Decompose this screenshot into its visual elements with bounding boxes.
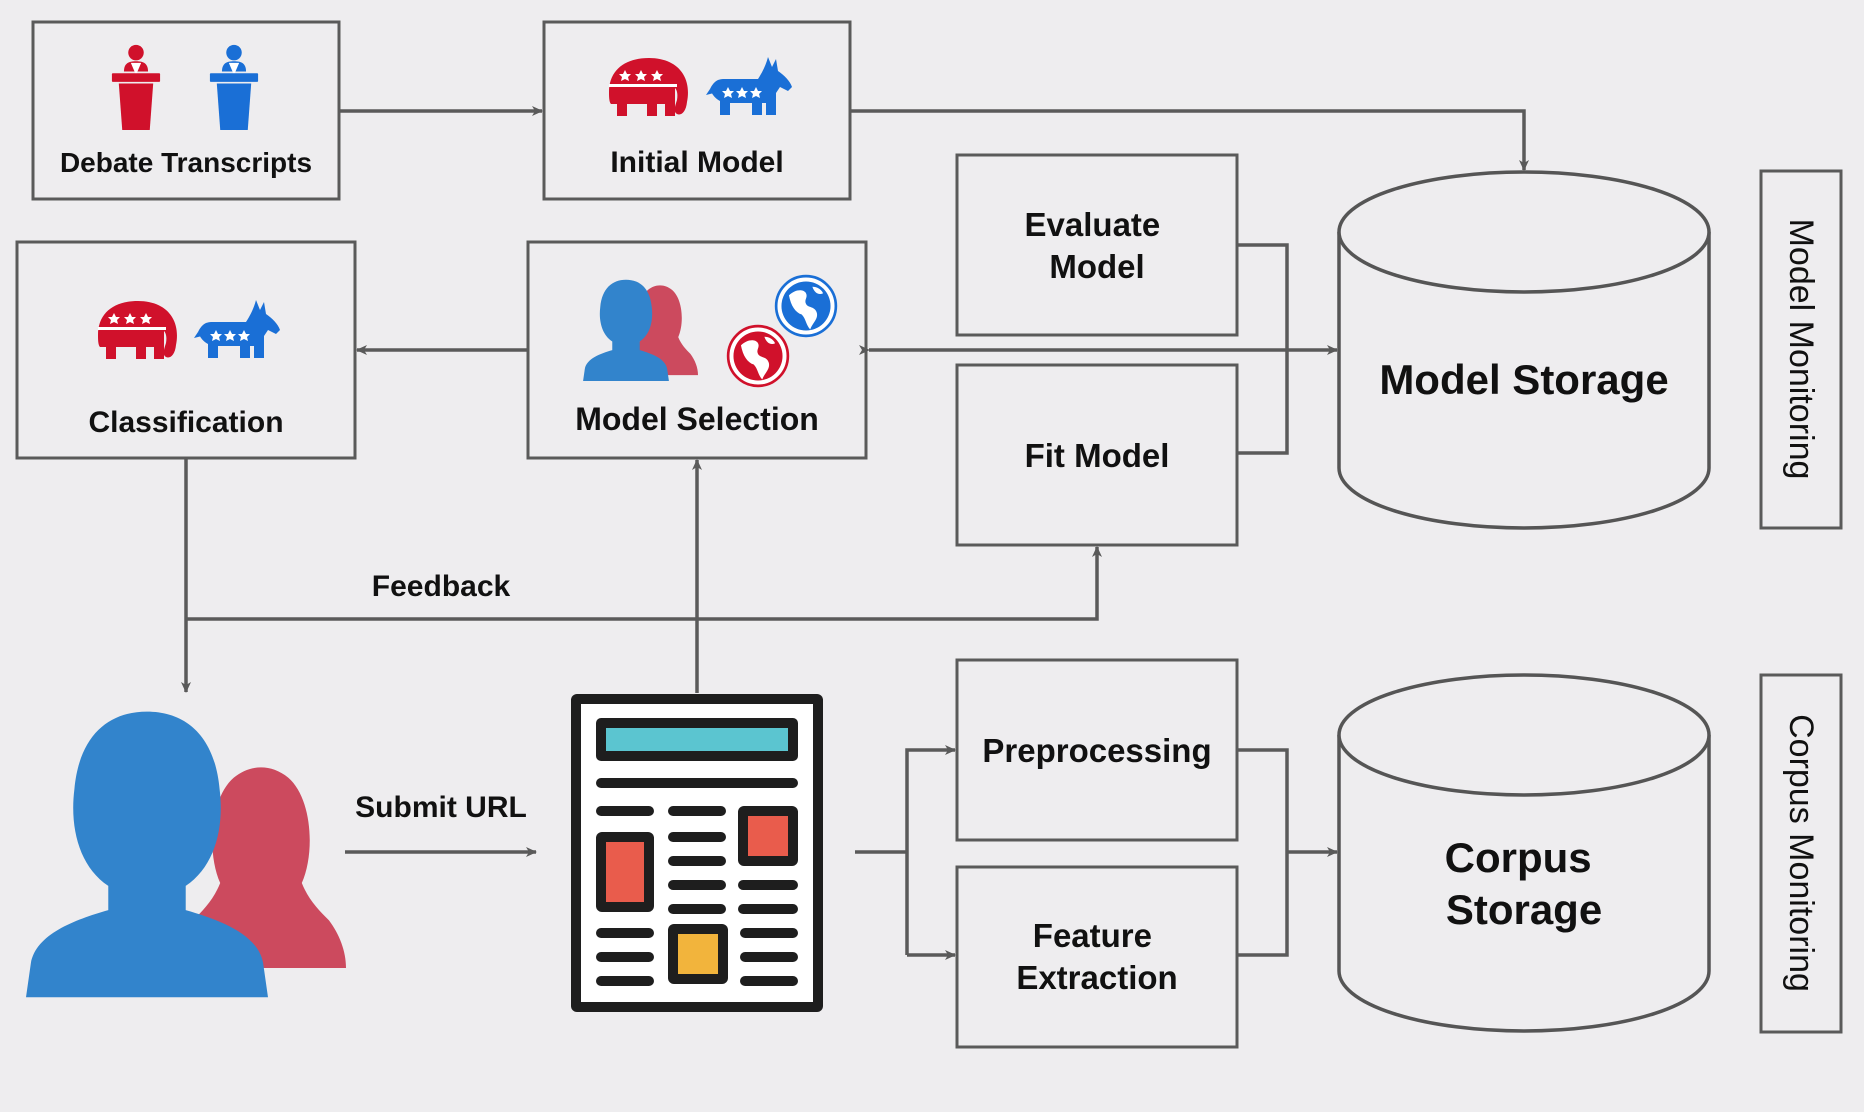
fit-model-label: Fit Model [1025, 437, 1170, 474]
model-monitoring-label: Model Monitoring [1782, 219, 1820, 480]
edge-branch-to-preprocessing [905, 745, 956, 955]
fit-model-box [955, 363, 1239, 547]
classification-box [15, 240, 357, 460]
globe-blue-icon [774, 274, 838, 338]
model-storage-label: Model Storage [1379, 356, 1668, 403]
corpus-monitoring-label: Corpus Monitoring [1782, 714, 1820, 992]
initial-model-box [542, 20, 852, 201]
edge-feedback-to-fit [186, 546, 1102, 621]
feature-extraction-box [955, 865, 1239, 1049]
feature-extraction-label: Feature Extraction [1016, 917, 1177, 996]
model-storage-cylinder [1337, 170, 1711, 530]
preprocessing-box [955, 658, 1239, 842]
news-article-icon [571, 694, 823, 1012]
edge-initial-to-storage [850, 109, 1529, 171]
edge-corpus-bracket [1237, 748, 1289, 957]
edge-evaluate-bracket [1237, 243, 1289, 455]
corpus-monitoring-box [1759, 673, 1843, 1034]
model-selection-label: Model Selection [575, 401, 819, 437]
preprocessing-label: Preprocessing [982, 732, 1211, 769]
feedback-label: Feedback [372, 570, 511, 603]
corpus-storage-cylinder [1337, 673, 1711, 1033]
submit-url-label: Submit URL [355, 791, 527, 824]
model-monitoring-box [1759, 169, 1843, 530]
republican-elephant-icon [609, 58, 688, 116]
debate-transcripts-box [31, 20, 341, 201]
users-icon [26, 711, 346, 998]
republican-elephant-icon [98, 301, 177, 359]
debate-transcripts-label: Debate Transcripts [60, 147, 312, 178]
classification-label: Classification [88, 406, 283, 439]
evaluate-model-label: Evaluate Model [1025, 206, 1170, 285]
evaluate-model-box [955, 153, 1239, 337]
initial-model-label: Initial Model [610, 146, 783, 179]
globe-red-icon [726, 324, 790, 388]
corpus-storage-label: Corpus Storage [1445, 834, 1604, 933]
